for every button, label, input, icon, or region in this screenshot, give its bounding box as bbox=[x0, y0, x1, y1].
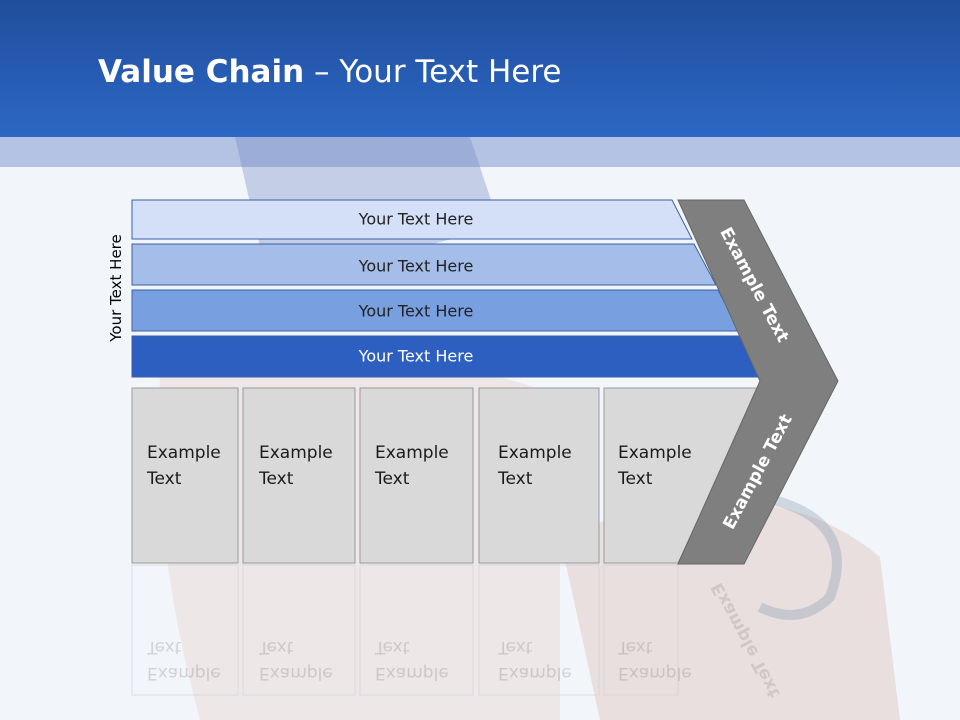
activity-box-reflection bbox=[603, 564, 679, 696]
activity-box bbox=[359, 387, 474, 564]
primary-activity-boxes bbox=[131, 387, 761, 696]
chevron-arrow bbox=[677, 199, 839, 565]
support-bar bbox=[131, 199, 693, 240]
bar-label: Your Text Here bbox=[358, 346, 474, 366]
activity-box-reflection bbox=[131, 564, 239, 696]
title-bold: Value Chain bbox=[98, 54, 305, 90]
title-rest: – Your Text Here bbox=[304, 54, 562, 90]
page-title: Value Chain – Your Text Here bbox=[98, 54, 561, 90]
bar-label: Your Text Here bbox=[358, 209, 474, 229]
activity-box bbox=[242, 387, 356, 564]
activity-box-reflection bbox=[359, 564, 474, 696]
activity-box bbox=[131, 387, 239, 564]
header-band bbox=[0, 137, 960, 167]
bar-label: Your Text Here bbox=[358, 256, 474, 276]
activity-box-reflection bbox=[242, 564, 356, 696]
activity-box bbox=[478, 387, 600, 564]
activity-box-reflection bbox=[478, 564, 600, 696]
bar-label: Your Text Here bbox=[358, 301, 474, 321]
header-banner bbox=[0, 0, 960, 137]
